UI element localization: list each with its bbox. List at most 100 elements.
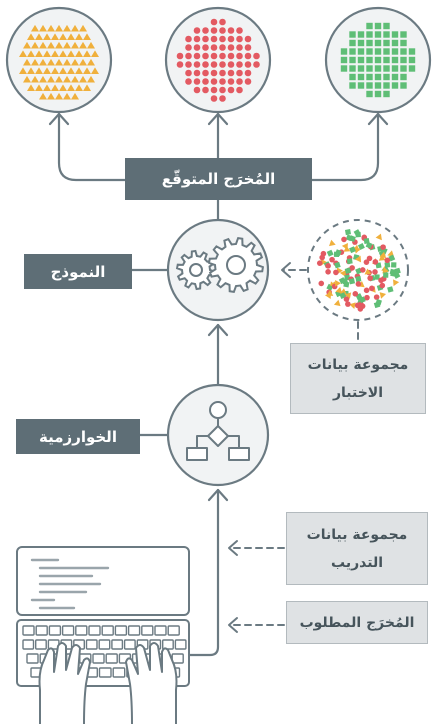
triangle-mark (79, 58, 87, 66)
triangle-mark (63, 75, 71, 83)
key (22, 625, 35, 636)
dot-mark (193, 52, 201, 60)
dot-mark (185, 52, 192, 60)
dot-mark (185, 44, 192, 51)
triangle-mark (39, 92, 47, 100)
key (123, 639, 136, 650)
square-mark (383, 73, 390, 81)
triangle-mark (63, 41, 71, 49)
square-mark (349, 56, 356, 64)
dashed-connectors (228, 262, 359, 633)
triangle-mark (379, 292, 387, 299)
dot-mark (357, 306, 364, 312)
triangle-mark (333, 299, 341, 307)
square-mark (353, 229, 361, 237)
triangle-mark (43, 33, 51, 40)
square-mark (366, 22, 373, 30)
square-mark (391, 82, 399, 89)
dot-mark (345, 301, 351, 307)
dot-mark (363, 259, 370, 265)
dot-mark (236, 44, 243, 51)
dot-mark (364, 294, 370, 301)
triangle-mark (51, 67, 59, 74)
test-dataset-line2: الاختبار (332, 384, 384, 401)
test-dataset-label: مجموعة بيانات الاختبار (290, 343, 426, 414)
triangle-mark (31, 41, 39, 49)
square-mark (383, 31, 390, 38)
square-mark (391, 262, 397, 268)
dot-mark (227, 27, 235, 34)
dot-mark (202, 61, 209, 68)
dot-mark (253, 52, 260, 60)
triangle-mark (39, 58, 47, 66)
triangle-mark (335, 279, 341, 287)
triangle-mark (59, 67, 67, 74)
square-mark (340, 56, 348, 64)
triangle-mark (19, 67, 27, 74)
square-mark (400, 48, 407, 55)
dot-mark (185, 35, 192, 43)
triangle-mark (339, 270, 346, 277)
triangle-mark (35, 50, 43, 57)
square-mark (391, 48, 399, 55)
dot-mark (316, 260, 323, 266)
triangle-mark (67, 33, 75, 40)
triangle-mark (79, 24, 87, 32)
square-mark (366, 90, 373, 98)
square-mark (408, 48, 416, 55)
key (101, 625, 114, 636)
triangle-mark (63, 92, 71, 100)
laptop-line (188, 488, 220, 657)
triangle-mark (51, 84, 59, 91)
triangle-mark (55, 58, 63, 66)
dot-mark (210, 35, 218, 43)
square-mark (383, 82, 390, 89)
dot-mark (236, 69, 243, 77)
dot-mark (219, 69, 226, 77)
square-mark (394, 267, 401, 275)
dot-mark (176, 52, 184, 60)
triangle-mark (39, 24, 47, 32)
key (61, 625, 75, 636)
triangle-mark (75, 84, 83, 91)
test-dataset-circle (307, 219, 409, 321)
square-mark (358, 296, 366, 304)
square-mark (349, 73, 356, 81)
square-mark (374, 73, 382, 81)
square-mark (349, 31, 356, 38)
triangle-mark (71, 24, 79, 32)
key (85, 639, 98, 650)
branch-left-line (57, 112, 220, 182)
desired-output-label: المُخرَج المطلوب (286, 601, 428, 644)
triangle-mark (43, 50, 51, 57)
triangle-mark (91, 67, 99, 74)
triangle-mark (67, 84, 75, 91)
key (98, 639, 111, 650)
dot-mark (227, 61, 235, 68)
dot-mark (343, 296, 350, 302)
triangle-mark (83, 33, 91, 40)
key (127, 625, 141, 636)
triangle-mark (27, 67, 35, 74)
square-mark (357, 73, 365, 81)
branch-right-line (216, 112, 380, 182)
algo-to-model-arrow (207, 323, 229, 337)
key (111, 639, 124, 650)
test-dataset-line1: مجموعة بيانات (307, 356, 409, 373)
expected-output-label: المُخرَج المتوقّع (125, 158, 312, 200)
dot-mark (378, 277, 384, 284)
key (75, 625, 88, 636)
training-dataset-line1: مجموعة بيانات (306, 526, 408, 543)
square-mark (400, 31, 407, 38)
dot-mark (193, 69, 201, 77)
square-mark (357, 82, 365, 89)
square-mark (374, 48, 382, 55)
dot-mark (219, 95, 226, 102)
triangle-mark (55, 92, 63, 100)
square-mark (366, 56, 373, 64)
dot-mark (333, 269, 339, 276)
square-mark (374, 90, 382, 98)
model-circle (166, 218, 270, 322)
square-mark (400, 39, 407, 47)
training-arrowhead (228, 540, 238, 556)
